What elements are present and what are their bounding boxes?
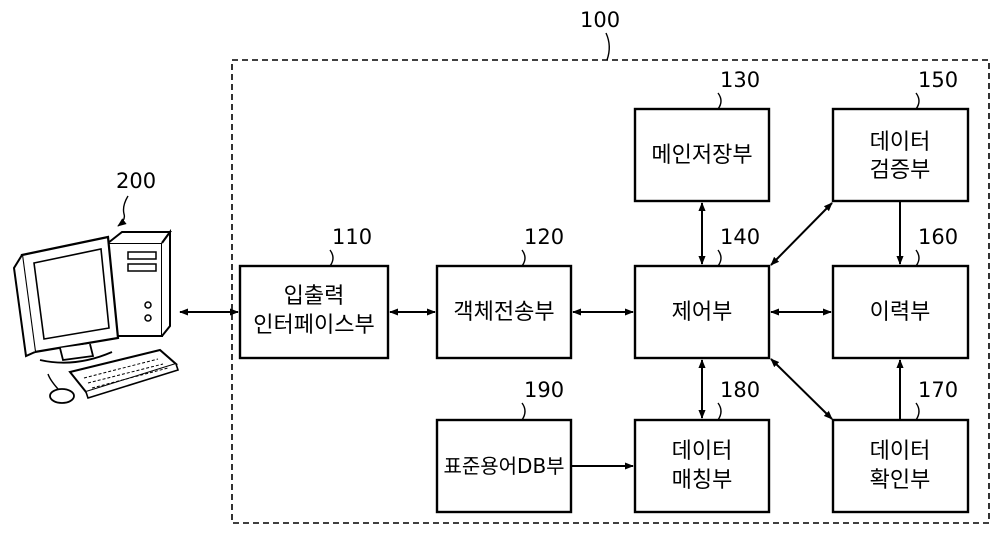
main-storage-ref: 130: [720, 68, 760, 92]
standard-term-db-ref: 190: [524, 378, 564, 402]
standard-term-db-label: 표준용어DB부: [443, 454, 564, 478]
data-confirmation-line1: 데이터: [870, 439, 931, 464]
block-standard-term-db: 표준용어DB부 190: [437, 378, 571, 512]
arrow-control-verification: [771, 203, 832, 265]
object-transfer-label: 객체전송부: [453, 300, 554, 325]
block-main-storage: 메인저장부 130: [635, 68, 769, 201]
block-io-interface: 입출력 인터페이스부 110: [240, 225, 388, 358]
data-verification-ref: 150: [918, 68, 958, 92]
io-interface-line2: 인터페이스부: [253, 313, 374, 338]
object-transfer-ref: 120: [524, 225, 564, 249]
system-leader: [606, 33, 609, 60]
computer-ref: 200: [116, 169, 156, 193]
system-ref: 100: [580, 8, 620, 32]
data-verification-line2: 검증부: [870, 158, 931, 183]
data-verification-line1: 데이터: [870, 130, 931, 155]
data-matching-line2: 매칭부: [672, 468, 733, 493]
data-matching-line1: 데이터: [672, 439, 733, 464]
history-label: 이력부: [870, 300, 931, 325]
io-interface-ref: 110: [332, 225, 372, 249]
data-confirmation-ref: 170: [918, 378, 958, 402]
computer-icon: 200: [14, 169, 178, 403]
block-data-verification: 데이터 검증부 150: [833, 68, 968, 201]
block-object-transfer: 객체전송부 120: [437, 225, 571, 358]
control-ref: 140: [720, 225, 760, 249]
io-interface-line1: 입출력: [284, 284, 345, 309]
arrow-control-confirmation: [771, 359, 832, 419]
main-storage-label: 메인저장부: [651, 143, 752, 168]
data-matching-ref: 180: [720, 378, 760, 402]
history-ref: 160: [918, 225, 958, 249]
data-confirmation-line2: 확인부: [870, 468, 931, 493]
control-label: 제어부: [672, 300, 733, 325]
